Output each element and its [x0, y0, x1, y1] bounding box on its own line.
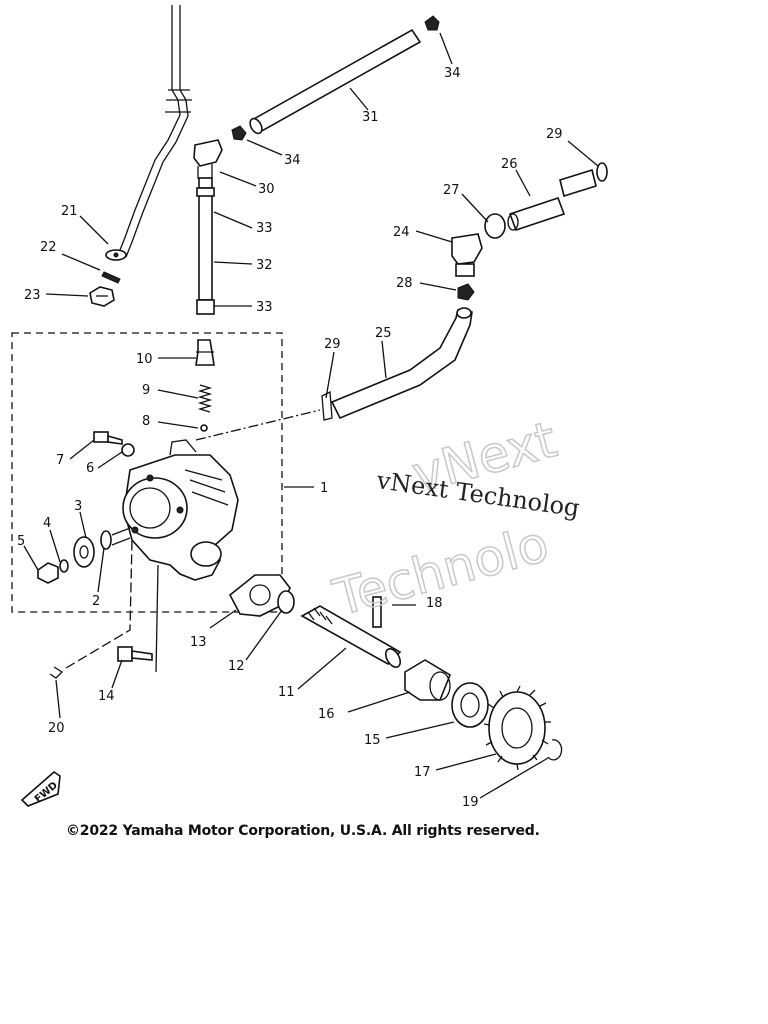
nut-28 [457, 283, 475, 301]
fitting-21 [105, 249, 127, 261]
part-label-26: 26 [501, 157, 518, 172]
part-label-34-top: 34 [444, 66, 461, 81]
part-label-27: 27 [443, 183, 460, 198]
part-label-23: 23 [24, 288, 41, 303]
part-label-5: 5 [17, 534, 25, 549]
circlip-19 [547, 739, 563, 761]
pin-18 [372, 596, 382, 628]
gear-17 [483, 685, 551, 771]
part-label-17: 17 [414, 765, 431, 780]
part-label-1: 1 [320, 481, 328, 496]
part-label-33-bottom: 33 [256, 300, 273, 315]
sleeve-16 [404, 659, 451, 701]
part-label-22: 22 [40, 240, 57, 255]
part-label-24: 24 [393, 225, 410, 240]
nut-23 [89, 286, 115, 307]
part-label-31: 31 [362, 110, 379, 125]
spring-9 [197, 384, 213, 413]
washer-4 [59, 559, 69, 573]
part-label-19: 19 [462, 795, 479, 810]
part-label-2: 2 [92, 594, 100, 609]
part-label-20: 20 [48, 721, 65, 736]
clip-29 [321, 390, 333, 421]
elbow-30 [193, 139, 223, 189]
part-label-12: 12 [228, 659, 245, 674]
clip-20 [49, 666, 64, 679]
fitting-22 [101, 271, 121, 284]
washer-2 [100, 530, 112, 550]
cap-34-top [424, 15, 440, 31]
pipe-31 [249, 28, 422, 135]
part-label-8: 8 [142, 414, 150, 429]
fwd-arrow-icon: FWD [20, 770, 61, 807]
ball-8 [200, 424, 208, 432]
part-label-32: 32 [256, 258, 273, 273]
bearing-15 [451, 682, 489, 728]
cable-assembly [117, 5, 192, 258]
leader-lines [23, 32, 599, 799]
part-label-14: 14 [98, 689, 115, 704]
part-label-6: 6 [86, 461, 94, 476]
part-label-29-mid: 29 [324, 337, 341, 352]
part-label-25: 25 [375, 326, 392, 341]
copyright-notice: ©2022 Yamaha Motor Corporation, U.S.A. A… [66, 823, 540, 839]
bolt-7 [93, 431, 123, 445]
sleeve-27 [484, 213, 506, 239]
part-label-21: 21 [61, 204, 78, 219]
part-label-9: 9 [142, 383, 150, 398]
part-label-34-mid: 34 [284, 153, 301, 168]
seal-12 [277, 590, 295, 614]
part-label-16: 16 [318, 707, 335, 722]
part-label-11: 11 [278, 685, 295, 700]
watermark: vNext Technolo vNext Technolog [326, 410, 581, 629]
hose-end-29 [559, 162, 608, 198]
part-label-15: 15 [364, 733, 381, 748]
shaft-11 [300, 605, 402, 668]
washer-6 [121, 443, 135, 457]
bolt-14 [117, 646, 153, 662]
part-label-28: 28 [396, 276, 413, 291]
part-number-labels: 34 31 34 30 33 32 33 21 22 23 24 28 27 2… [17, 66, 563, 810]
part-label-13: 13 [190, 635, 207, 650]
part-label-18: 18 [426, 596, 443, 611]
part-label-7: 7 [56, 453, 64, 468]
part-label-4: 4 [43, 516, 51, 531]
elbow-24 [451, 233, 483, 277]
part-label-3: 3 [74, 499, 82, 514]
gear-3 [73, 536, 95, 568]
part-label-29-top: 29 [546, 127, 563, 142]
cap-34-mid [231, 125, 247, 141]
oil-pump-1 [122, 439, 239, 581]
part-label-30: 30 [258, 182, 275, 197]
hose-26 [507, 196, 566, 232]
nut-5 [37, 562, 59, 584]
hose-25 [330, 307, 473, 420]
part-label-33-top: 33 [256, 221, 273, 236]
part-label-10: 10 [136, 352, 153, 367]
tube-32 [196, 187, 215, 315]
fitting-10 [195, 339, 215, 366]
